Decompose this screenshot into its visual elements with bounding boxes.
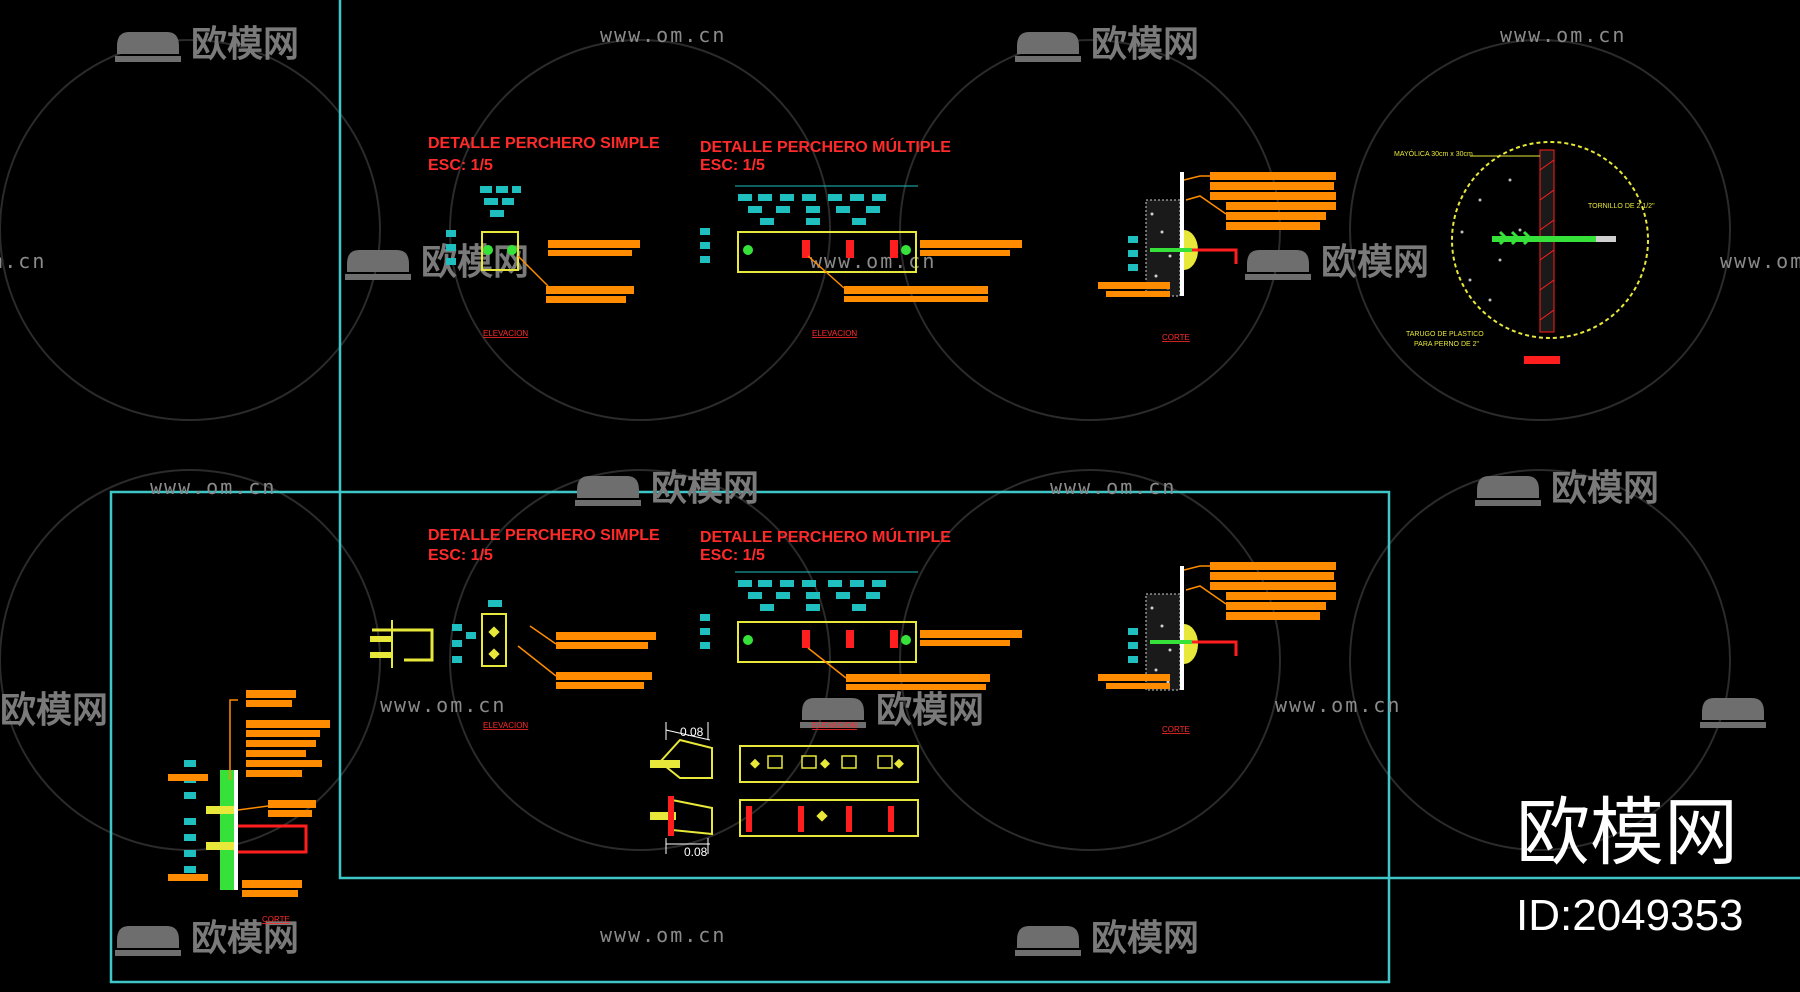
watermark-id-block: 欧模网 ID:2049353 (1516, 791, 1744, 940)
svg-text:MAYÓLICA 30cm x 30cm: MAYÓLICA 30cm x 30cm (1394, 149, 1473, 158)
svg-text:CORTE: CORTE (1162, 333, 1190, 342)
watermark-11: 欧模网 (0, 689, 108, 730)
watermark-4: 欧模网 (1245, 241, 1429, 282)
svg-text:ELEVACION: ELEVACION (812, 721, 857, 730)
sofa-icon (1245, 250, 1311, 280)
svg-text:TORNILLO DE 2 1/2": TORNILLO DE 2 1/2" (1588, 203, 1655, 210)
watermark-7: 欧模网 (800, 689, 984, 730)
svg-text:ESC: 1/5: ESC: 1/5 (700, 547, 765, 564)
watermark-urls: www.om.cn www.om.cn www.om.cn www.om.cn … (0, 23, 1800, 947)
watermark-5: 欧模网 (575, 467, 759, 508)
svg-text:www.om.cn: www.om.cn (1050, 475, 1176, 499)
sofa-icon (1700, 698, 1766, 728)
sheet-frames (109, 0, 1800, 984)
svg-text:欧模网: 欧模网 (876, 689, 984, 730)
svg-text:www.om.cn: www.om.cn (0, 249, 46, 273)
svg-text:欧模网: 欧模网 (1551, 467, 1659, 508)
svg-text:0.08: 0.08 (680, 725, 704, 739)
upper-frame (338, 0, 1800, 880)
svg-text:www.om.cn: www.om.cn (380, 693, 506, 717)
svg-text:欧模网: 欧模网 (0, 689, 108, 730)
svg-text:欧模网: 欧模网 (191, 23, 299, 64)
svg-text:DETALLE PERCHERO SIMPLE: DETALLE PERCHERO SIMPLE (428, 527, 660, 544)
simple-elevation-upper (446, 186, 640, 303)
sofa-icon (1475, 476, 1541, 506)
svg-text:CORTE: CORTE (262, 915, 290, 924)
svg-text:欧模网: 欧模网 (1321, 241, 1429, 282)
lower-frame (109, 490, 1391, 984)
titles: DETALLE PERCHERO SIMPLE ESC: 1/5 DETALLE… (428, 135, 951, 564)
section-upper (1098, 172, 1336, 297)
svg-text:ESC: 1/5: ESC: 1/5 (428, 547, 493, 564)
svg-text:欧模网: 欧模网 (651, 467, 759, 508)
sofa-icon (1015, 926, 1081, 956)
sofa-icon (1015, 32, 1081, 62)
multiple-elevation-upper (700, 185, 1022, 302)
plan-lower: 0.08 (650, 796, 919, 859)
svg-text:www.om.cn: www.om.cn (1500, 23, 1626, 47)
svg-text:www.om.cn: www.om.cn (600, 23, 726, 47)
zoom-detail: MAYÓLICA 30cm x 30cm TORNILLO DE 2 1/2" … (1394, 141, 1655, 364)
simple-elevation-lower (370, 600, 656, 689)
plan-details: 0.08 0.08 (650, 722, 919, 859)
watermark-8: 欧模网 (115, 917, 299, 958)
sofa-icon (115, 926, 181, 956)
svg-text:欧模网: 欧模网 (1091, 23, 1199, 64)
watermark-10 (1700, 698, 1766, 728)
watermark-arcs (0, 39, 1731, 851)
svg-text:www.om.cn: www.om.cn (1275, 693, 1401, 717)
section-left (168, 690, 330, 897)
multiple-elevation-lower (700, 571, 1022, 690)
watermark-9: 欧模网 (1015, 917, 1199, 958)
sofa-icon (800, 698, 866, 728)
svg-text:www.om.cn: www.om.cn (1720, 249, 1800, 273)
watermark-brands: 欧模网 欧模网 欧模网 欧模网 欧模网 欧模网 欧模网 欧模网 (0, 23, 1766, 958)
section-lower (1098, 562, 1336, 691)
watermark-3: 欧模网 (345, 241, 529, 282)
sofa-icon (115, 32, 181, 62)
sofa-icon (345, 250, 411, 280)
svg-text:DETALLE PERCHERO MÚLTIPLE: DETALLE PERCHERO MÚLTIPLE (700, 137, 951, 156)
svg-text:ID:2049353: ID:2049353 (1516, 891, 1744, 940)
svg-text:欧模网: 欧模网 (1516, 791, 1738, 874)
svg-text:www.om.cn: www.om.cn (810, 249, 936, 273)
svg-text:欧模网: 欧模网 (1091, 917, 1199, 958)
watermark-2: 欧模网 (1015, 23, 1199, 64)
svg-text:ESC: 1/5: ESC: 1/5 (428, 157, 493, 174)
svg-text:DETALLE PERCHERO MÚLTIPLE: DETALLE PERCHERO MÚLTIPLE (700, 527, 951, 546)
svg-text:TARUGO DE PLASTICO: TARUGO DE PLASTICO (1406, 331, 1484, 338)
svg-text:DETALLE PERCHERO SIMPLE: DETALLE PERCHERO SIMPLE (428, 135, 660, 152)
plan-upper: 0.08 (650, 722, 919, 783)
svg-text:CORTE: CORTE (1162, 725, 1190, 734)
sofa-icon (575, 476, 641, 506)
svg-text:0.08: 0.08 (684, 845, 708, 859)
svg-text:www.om.cn: www.om.cn (150, 475, 276, 499)
svg-text:ESC: 1/5: ESC: 1/5 (700, 157, 765, 174)
svg-text:ELEVACION: ELEVACION (483, 329, 528, 338)
svg-text:ELEVACION: ELEVACION (483, 721, 528, 730)
svg-text:ELEVACION: ELEVACION (812, 329, 857, 338)
captions: ELEVACION ELEVACION CORTE ELEVACION ELEV… (262, 329, 1190, 924)
svg-text:www.om.cn: www.om.cn (600, 923, 726, 947)
watermark-1: 欧模网 (115, 23, 299, 64)
svg-text:PARA PERNO DE 2": PARA PERNO DE 2" (1414, 341, 1480, 348)
watermark-6: 欧模网 (1475, 467, 1659, 508)
svg-text:欧模网: 欧模网 (191, 917, 299, 958)
